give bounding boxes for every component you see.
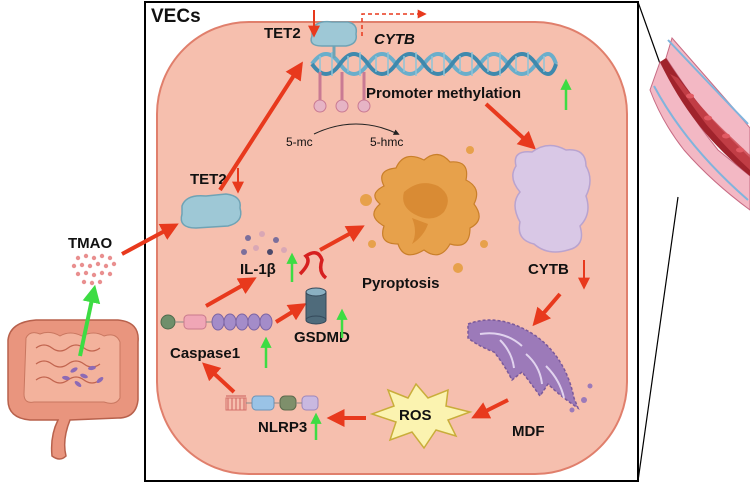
nlrp3-to-caspase1-arrow (202, 362, 236, 394)
cytb-gene-dashed-arrow (361, 9, 427, 36)
mdf-to-ros-arrow (471, 398, 509, 419)
tmao-particles (71, 253, 117, 286)
gsdmd-to-pyroptosis-arrow (319, 225, 365, 252)
ros-label: ROS (399, 407, 432, 424)
methyl-groups (313, 72, 371, 113)
tet2-cell-label: TET2 (190, 171, 227, 188)
blood-vessel-illustration (649, 36, 750, 211)
tmao-label: TMAO (68, 235, 112, 252)
ros-starburst (369, 382, 473, 450)
nlrp3-label: NLRP3 (258, 419, 307, 436)
il1b-label: IL-1β (240, 261, 276, 278)
tet2-dna-protein-shape (310, 20, 358, 47)
tmao-to-tet2-arrow (121, 223, 179, 256)
cytb-gene-label: CYTB (374, 31, 415, 48)
gsdmd-pore (305, 287, 327, 325)
tet2-dna-label: TET2 (264, 25, 301, 42)
mitochondria-illustration (467, 319, 593, 413)
il1b-particles (241, 231, 287, 255)
caspase1-protein (160, 313, 273, 331)
mc-to-hmc-arrow (313, 123, 400, 135)
mdf-label: MDF (512, 423, 545, 440)
caspase1-to-gsdmd-arrow (274, 303, 307, 324)
gut-illustration (7, 319, 139, 460)
methylation-to-cytb-arrow (484, 102, 536, 150)
pyroptosis-cell (360, 146, 488, 273)
zoom-line-bottom (637, 196, 679, 482)
caspase1-to-il1b-arrow (205, 277, 257, 308)
panel-title: VECs (151, 6, 201, 27)
five-mc-label: 5-mc (286, 135, 313, 149)
nlrp3-protein (225, 395, 319, 411)
cytb-to-mdf-arrow (532, 292, 562, 327)
dna-helix (310, 52, 558, 76)
tet2-to-dna-arrow (218, 61, 303, 192)
caspase1-label: Caspase1 (170, 345, 240, 362)
cytb-protein-shape (512, 144, 591, 253)
pyroptosis-label: Pyroptosis (362, 275, 440, 292)
gsdmd-label: GSDMD (294, 329, 350, 346)
five-hmc-label: 5-hmc (370, 135, 403, 149)
tet2-protein-shape (180, 193, 242, 229)
promoter-methylation-label: Promoter methylation (366, 85, 521, 102)
cytb-protein-label: CYTB (528, 261, 569, 278)
gut-to-tmao-arrow (78, 284, 101, 357)
gsdmd-n-fragment (298, 251, 328, 280)
